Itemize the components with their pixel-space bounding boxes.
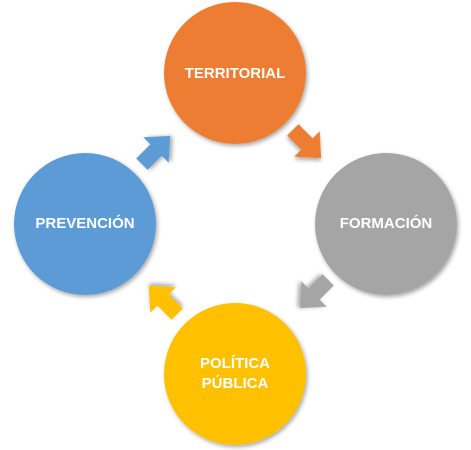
node-circle	[14, 153, 156, 295]
node-circle	[315, 153, 457, 295]
node-formacion: FORMACIÓN	[315, 153, 457, 295]
arrow-territorial-to-formacion	[287, 124, 322, 159]
node-circle	[164, 2, 306, 144]
arrow-shape	[287, 124, 322, 159]
node-politica-publica: POLÍTICA PÚBLICA	[164, 303, 306, 445]
arrow-prevencion-to-territorial	[136, 135, 171, 170]
arrow-politica-to-prevencion	[148, 285, 183, 320]
arrow-formacion-to-politica	[299, 274, 334, 309]
node-label: PREVENCIÓN	[35, 214, 134, 232]
node-label: FORMACIÓN	[340, 214, 433, 232]
node-label: TERRITORIAL	[185, 65, 286, 82]
node-label-line-1: POLÍTICA	[200, 355, 270, 372]
arrow-shape	[148, 285, 183, 320]
arrow-shape	[136, 135, 171, 170]
arrow-shape	[299, 274, 334, 309]
node-circle	[164, 303, 306, 445]
node-label-line-2: PÚBLICA	[202, 374, 269, 392]
node-territorial: TERRITORIAL	[164, 2, 306, 144]
node-prevencion: PREVENCIÓN	[14, 153, 156, 295]
